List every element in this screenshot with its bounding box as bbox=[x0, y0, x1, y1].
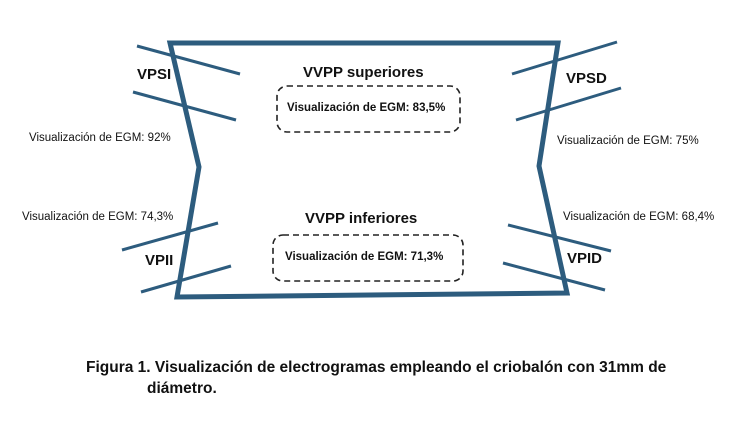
vein-line-vpsi-2 bbox=[132, 90, 237, 122]
vpsi-egm-label: Visualización de EGM: 92% bbox=[29, 132, 171, 144]
vpii-egm-label: Visualización de EGM: 74,3% bbox=[22, 211, 174, 223]
vein-label-vpid: VPID bbox=[567, 250, 603, 267]
inferior-title: VVPP inferiores bbox=[305, 210, 418, 227]
vpsd-egm-label: Visualización de EGM: 75% bbox=[557, 135, 699, 147]
vein-line-vpid-1 bbox=[507, 223, 612, 253]
atrium-outline bbox=[166, 40, 571, 300]
vein-line-vpid-2 bbox=[502, 261, 606, 292]
superior-egm-value: Visualización de EGM: 83,5% bbox=[287, 102, 446, 114]
superior-egm-box bbox=[276, 85, 461, 133]
vein-line-vpsd-2 bbox=[515, 86, 622, 122]
inferior-egm-box bbox=[272, 234, 464, 282]
vpid-egm-label: Visualización de EGM: 68,4% bbox=[563, 211, 715, 223]
vein-label-vpsi: VPSI bbox=[137, 66, 172, 83]
superior-title: VVPP superiores bbox=[303, 64, 424, 81]
vein-label-vpsd: VPSD bbox=[566, 70, 607, 87]
caption-line-2: diámetro. bbox=[147, 380, 217, 397]
figure-caption: Figura 1. Visualización de electrogramas… bbox=[86, 357, 706, 399]
caption-line-1: Figura 1. Visualización de electrogramas… bbox=[86, 359, 667, 376]
vein-line-vpsd-1 bbox=[511, 40, 618, 76]
vein-line-vpsi-1 bbox=[136, 44, 241, 76]
vein-label-vpii: VPII bbox=[145, 252, 174, 269]
inferior-egm-value: Visualización de EGM: 71,3% bbox=[285, 251, 444, 263]
vein-line-vpii-1 bbox=[121, 221, 219, 252]
vein-line-vpii-2 bbox=[140, 264, 232, 294]
